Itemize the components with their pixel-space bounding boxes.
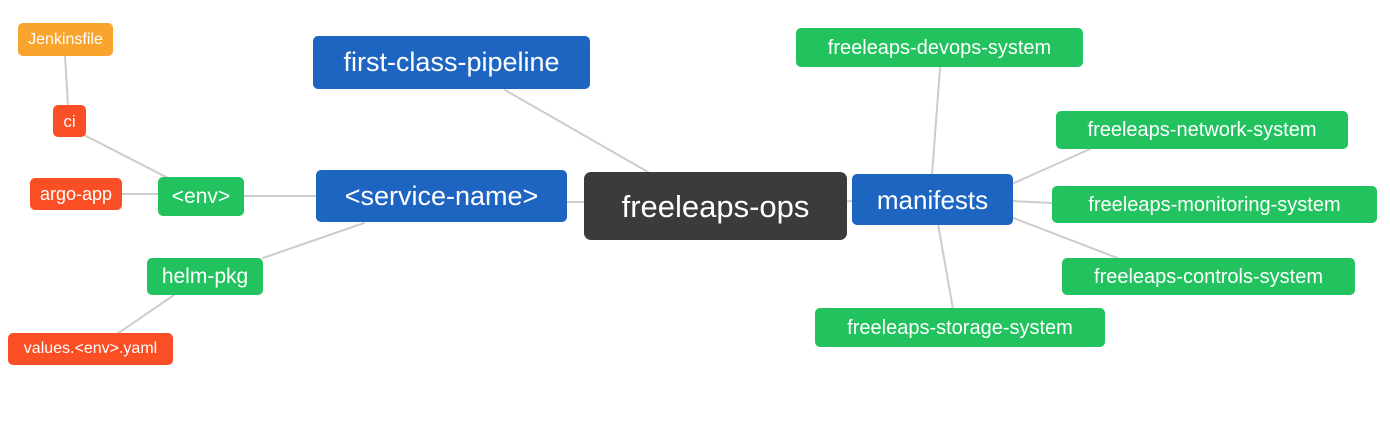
edge-manifests-monitoring [1011,200,1054,204]
node-freeleaps-monitoring-system[interactable]: freeleaps-monitoring-system [1052,186,1377,223]
node-freeleaps-controls-system[interactable]: freeleaps-controls-system [1062,258,1355,295]
edge-service-name-helm-pkg [262,222,365,259]
node-ci[interactable]: ci [53,105,86,137]
edge-manifests-storage [937,223,954,310]
edge-pipeline-ops [504,89,649,173]
node-freeleaps-ops[interactable]: freeleaps-ops [584,172,847,240]
node-freeleaps-storage-system[interactable]: freeleaps-storage-system [815,308,1105,347]
edge-jenkinsfile-ci [64,55,69,107]
node-env[interactable]: <env> [158,177,244,216]
edge-manifests-controls [1010,216,1121,260]
node-values-env-yaml[interactable]: values.<env>.yaml [8,333,173,365]
node-freeleaps-network-system[interactable]: freeleaps-network-system [1056,111,1348,149]
node-first-class-pipeline[interactable]: first-class-pipeline [313,36,590,89]
edge-ci-env [83,134,169,179]
node-service-name[interactable]: <service-name> [316,170,567,222]
node-freeleaps-devops-system[interactable]: freeleaps-devops-system [796,28,1083,67]
node-helm-pkg[interactable]: helm-pkg [147,258,263,295]
edge-manifests-devops [931,67,941,176]
node-jenkinsfile[interactable]: Jenkinsfile [18,23,113,56]
node-manifests[interactable]: manifests [852,174,1013,225]
edge-manifests-network [1011,148,1091,185]
edge-helm-pkg-values [116,294,175,335]
node-argo-app[interactable]: argo-app [30,178,122,210]
